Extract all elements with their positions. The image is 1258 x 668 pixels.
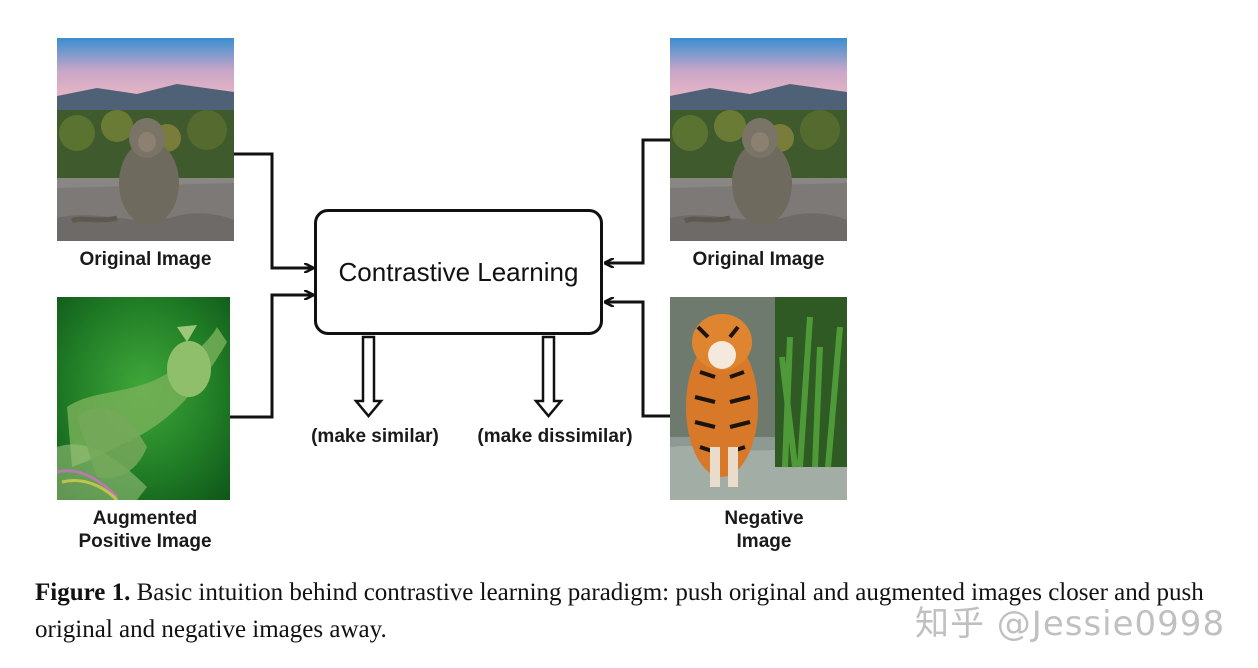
left-top-label: Original Image	[57, 248, 234, 271]
left-top-label-text: Original Image	[79, 249, 212, 270]
hollow-arrow-similar	[353, 335, 384, 418]
original-image-left	[57, 38, 234, 241]
arrow-right-top	[606, 138, 670, 263]
figure-number: Figure 1.	[35, 579, 131, 606]
right-bottom-label: Negative Image	[670, 507, 858, 553]
right-top-label-text: Original Image	[692, 249, 825, 270]
contrastive-learning-label: Contrastive Learning	[338, 256, 579, 287]
figure-caption: Figure 1. Basic intuition behind contras…	[35, 574, 1225, 648]
right-bottom-label-line2: Image	[736, 531, 792, 552]
arrow-left-bottom	[230, 295, 312, 419]
left-bottom-label-line2: Positive Image	[78, 531, 212, 552]
make-similar-label: (make similar)	[311, 426, 439, 447]
negative-image	[670, 297, 847, 500]
left-bottom-label: Augmented Positive Image	[45, 507, 245, 553]
original-image-right	[670, 38, 847, 241]
hollow-arrow-dissimilar	[533, 335, 564, 418]
augmented-positive-image	[57, 297, 230, 500]
left-bottom-label-line1: Augmented	[92, 508, 198, 529]
make-dissimilar-label: (make dissimilar)	[477, 426, 633, 447]
figure-caption-text: Basic intuition behind contrastive learn…	[35, 579, 1204, 643]
contrastive-learning-box: Contrastive Learning	[314, 209, 603, 335]
right-bottom-label-line1: Negative	[724, 508, 804, 529]
right-top-label: Original Image	[670, 248, 847, 271]
arrow-right-bottom	[606, 302, 670, 418]
arrow-left-top	[234, 152, 312, 268]
watermark: 知乎 @Jessie0998	[915, 604, 1226, 644]
